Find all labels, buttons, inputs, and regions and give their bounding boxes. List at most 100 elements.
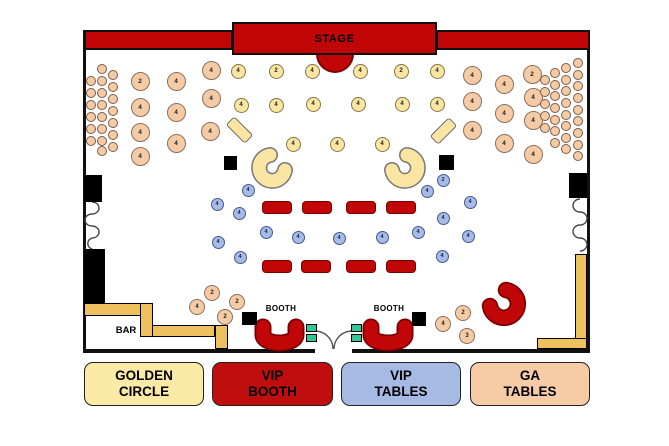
ga-table: 4: [435, 316, 451, 332]
standing-spot: [561, 86, 571, 96]
vip-table: 4: [291, 230, 305, 244]
legend-vip-booth: VIP BOOTH: [212, 362, 333, 406]
vip-table: 4: [232, 206, 246, 220]
vip-table: 4: [211, 235, 225, 249]
vip-booth-table: [346, 260, 376, 273]
standing-spot: [561, 75, 571, 85]
bar-counter-segment: [152, 325, 215, 337]
vip-table: 4: [210, 197, 224, 211]
standing-spot: [573, 93, 583, 103]
ga-table: 4: [523, 110, 543, 130]
golden-circle-table: 4: [429, 63, 445, 79]
golden-circle-table: 2: [393, 63, 409, 79]
wall-pillar: [84, 175, 102, 202]
curtain-left-icon: [84, 201, 100, 250]
floor-block: [439, 155, 454, 170]
legend-vip-booth-line1: VIP: [261, 367, 284, 383]
vip-table: 4: [259, 225, 273, 239]
vip-booth-corner-border: [481, 281, 527, 327]
golden-circle-table: 4: [429, 96, 445, 112]
ga-table: 2: [130, 71, 150, 91]
standing-spot: [550, 126, 560, 136]
golden-booth-left: [252, 148, 292, 188]
standing-spot: [540, 75, 550, 85]
standing-spot: [108, 94, 118, 104]
standing-spot: [97, 146, 107, 156]
ga-table: 2: [522, 64, 542, 84]
golden-circle-table: 4: [350, 96, 366, 112]
standing-spot: [573, 140, 583, 150]
vip-booth-table: [262, 260, 292, 273]
standing-spot: [550, 91, 560, 101]
vip-booth-table: [301, 260, 331, 273]
standing-spot: [97, 124, 107, 134]
standing-spot: [561, 98, 571, 108]
standing-spot: [561, 133, 571, 143]
vip-table: 4: [375, 230, 389, 244]
standing-spot: [86, 124, 96, 134]
vip-booth-right: [364, 320, 412, 350]
legend-ga-tables-line1: GA: [519, 367, 541, 383]
standing-spot: [573, 58, 583, 68]
bar-label: BAR: [115, 325, 137, 336]
ga-table: 4: [166, 102, 186, 122]
golden-circle-table: 4: [352, 63, 368, 79]
standing-spot: [561, 144, 571, 154]
golden-circle-table: 4: [233, 97, 249, 113]
ga-table: 2: [229, 294, 245, 310]
door-arc-right-icon: [333, 330, 353, 350]
vip-table: 2: [436, 173, 450, 187]
legend-golden-circle-line1: GOLDEN: [115, 367, 173, 383]
golden-highboy-table: [429, 117, 458, 145]
standing-spot: [550, 115, 560, 125]
golden-circle-table: 4: [285, 136, 301, 152]
ga-table: 2: [204, 285, 220, 301]
vip-booth-table: [346, 201, 376, 214]
standing-spot: [97, 64, 107, 74]
ga-table: 2: [455, 305, 471, 321]
standing-spot: [86, 100, 96, 110]
standing-spot: [108, 82, 118, 92]
vip-table: 4: [436, 211, 450, 225]
top-wall-right: [436, 30, 590, 50]
standing-spot: [86, 76, 96, 86]
vip-table: 4: [233, 250, 247, 264]
standing-spot: [108, 106, 118, 116]
booth-label-right: BOOTH: [373, 304, 405, 313]
wall-pillar: [569, 173, 587, 198]
golden-circle-table: 4: [268, 97, 284, 113]
ga-table: 4: [189, 299, 205, 315]
legend-vip-tables-line1: VIP: [390, 367, 412, 383]
ga-table: 4: [523, 87, 543, 107]
golden-booth-left-border: [251, 147, 293, 189]
standing-spot: [86, 112, 96, 122]
standing-spot: [97, 100, 107, 110]
standing-spot: [573, 151, 583, 161]
standing-spot: [86, 88, 96, 98]
ga-table: 4: [166, 133, 186, 153]
golden-circle-table: 4: [329, 136, 345, 152]
ga-table: 4: [462, 65, 482, 85]
vip-table: 4: [332, 231, 346, 245]
stage: STAGE: [232, 22, 437, 55]
standing-spot: [108, 142, 118, 152]
bottom-wall-right: [352, 349, 588, 353]
standing-spot: [108, 118, 118, 128]
legend-ga-tables: GA TABLES: [470, 362, 590, 406]
legend-vip-tables-line2: TABLES: [374, 384, 428, 399]
ga-table: 4: [494, 103, 514, 123]
standing-spot: [561, 110, 571, 120]
standing-spot: [108, 130, 118, 140]
legend-golden-circle-line2: CIRCLE: [118, 384, 170, 399]
service-station: [351, 324, 362, 332]
standing-spot: [550, 68, 560, 78]
standing-spot: [573, 105, 583, 115]
standing-spot: [550, 138, 560, 148]
door-arc-left-icon: [314, 330, 334, 350]
bar-counter-segment: [140, 303, 153, 337]
ga-table: 4: [130, 122, 150, 142]
ga-table: 3: [459, 328, 475, 344]
booth-label-left: BOOTH: [265, 304, 297, 313]
bar-counter-segment: [215, 325, 228, 349]
